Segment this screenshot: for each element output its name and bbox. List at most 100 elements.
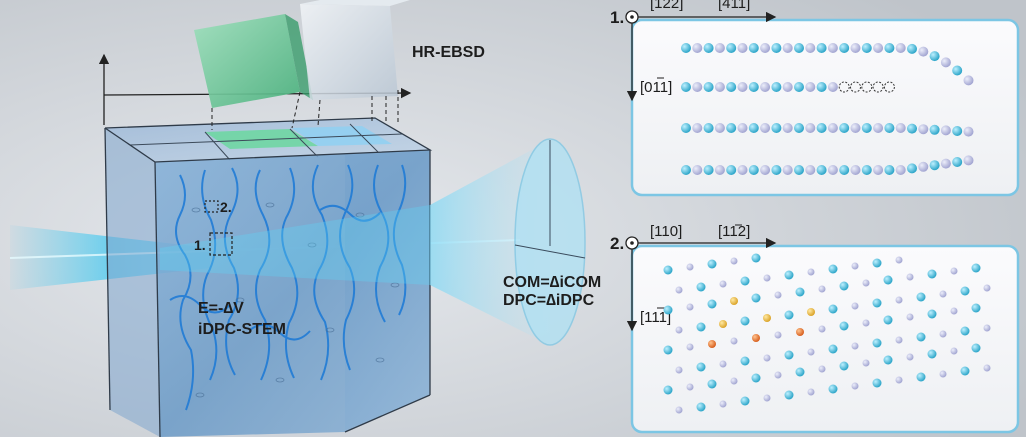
atom xyxy=(774,291,782,299)
atom xyxy=(873,43,884,53)
atom xyxy=(719,320,727,328)
atom xyxy=(692,43,703,53)
atom xyxy=(839,281,849,291)
atom xyxy=(782,43,793,53)
region-1-label: 1. xyxy=(194,237,206,253)
atom xyxy=(872,258,882,268)
atom xyxy=(827,123,838,133)
atom xyxy=(861,123,872,133)
atom xyxy=(939,290,947,298)
atom xyxy=(737,123,748,133)
atom xyxy=(916,332,926,342)
atom xyxy=(752,334,760,342)
cube-edges xyxy=(104,117,433,437)
atom xyxy=(751,293,761,303)
panel-1-atom-chains xyxy=(681,43,974,175)
atom xyxy=(714,82,725,92)
vacancy-site xyxy=(883,81,895,93)
atom xyxy=(737,43,748,53)
atom xyxy=(807,348,815,356)
vacancy-site xyxy=(850,81,861,93)
panel-1-overbars xyxy=(657,77,664,79)
panel-2-dir-c: [111] xyxy=(640,309,671,326)
atom xyxy=(862,279,870,287)
atom xyxy=(895,296,903,304)
atom xyxy=(950,267,958,275)
atom xyxy=(895,43,906,53)
atom xyxy=(884,123,895,133)
atom xyxy=(818,325,826,333)
atom xyxy=(681,82,691,92)
atom xyxy=(960,286,970,296)
atom xyxy=(675,286,683,294)
atom xyxy=(816,43,827,53)
atom xyxy=(726,165,737,175)
atom xyxy=(726,82,737,92)
field-equation: E=-∆V xyxy=(198,300,244,317)
atom xyxy=(663,345,673,355)
atom xyxy=(784,270,794,280)
atom xyxy=(726,123,737,133)
atom xyxy=(983,324,991,332)
atom xyxy=(816,82,827,92)
atom xyxy=(675,366,683,374)
atom xyxy=(795,287,805,297)
atom xyxy=(950,347,958,355)
atom xyxy=(895,256,903,264)
atom xyxy=(719,400,727,408)
atom xyxy=(929,51,940,62)
atom xyxy=(963,75,974,86)
atom xyxy=(818,285,826,293)
atom xyxy=(730,297,738,305)
atom xyxy=(940,125,951,136)
atom xyxy=(726,43,737,53)
atom xyxy=(692,123,703,133)
beam-in-cube xyxy=(160,205,430,285)
atom xyxy=(851,342,859,350)
atom xyxy=(794,43,804,53)
atom xyxy=(929,160,940,171)
atom xyxy=(763,314,771,322)
atom xyxy=(872,298,882,308)
atom xyxy=(839,321,849,331)
atom xyxy=(939,330,947,338)
atom xyxy=(696,282,706,292)
atom xyxy=(940,158,951,169)
atom xyxy=(681,165,691,175)
atom xyxy=(782,82,793,92)
atom xyxy=(681,123,691,133)
atom xyxy=(818,365,826,373)
atom xyxy=(827,43,838,53)
atom xyxy=(794,82,804,92)
atom xyxy=(983,284,991,292)
atom xyxy=(760,82,771,92)
atom xyxy=(828,384,838,394)
atom xyxy=(839,361,849,371)
atom xyxy=(784,390,794,400)
cube-front-face xyxy=(155,150,430,437)
region-2-label: 2. xyxy=(220,199,232,215)
atom xyxy=(851,382,859,390)
atom xyxy=(740,276,750,286)
panel-1-dir-a: [122] xyxy=(650,0,683,12)
atom xyxy=(675,406,683,414)
atom xyxy=(782,123,793,133)
atom xyxy=(971,343,981,353)
vacancy-site xyxy=(872,81,884,93)
atom xyxy=(851,302,859,310)
vacancy-site xyxy=(861,81,873,93)
atom xyxy=(730,337,738,345)
atom xyxy=(686,343,694,351)
atom xyxy=(696,402,706,412)
atom xyxy=(916,372,926,382)
atom xyxy=(883,315,893,325)
atom xyxy=(862,319,870,327)
atom xyxy=(883,355,893,365)
atom xyxy=(795,367,805,377)
projection-lines xyxy=(211,90,399,130)
atom xyxy=(760,123,771,133)
atom xyxy=(737,82,748,92)
atom xyxy=(696,322,706,332)
atom xyxy=(805,43,816,53)
